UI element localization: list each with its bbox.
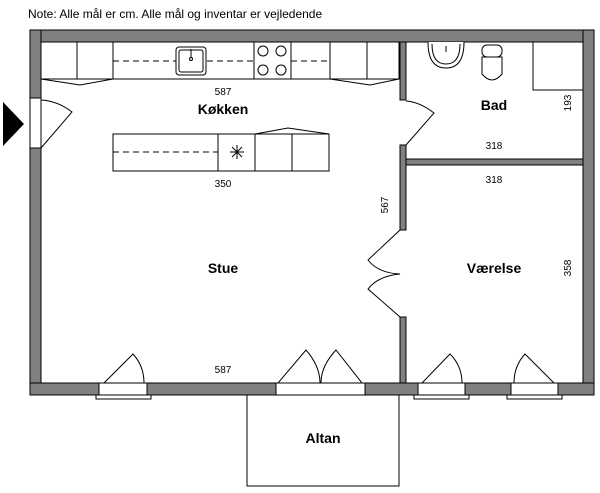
bath-door[interactable] bbox=[405, 100, 435, 146]
outer-walls bbox=[29, 29, 595, 396]
kitchen-counter bbox=[40, 41, 400, 86]
note-text: Note: Alle mål er cm. Alle mål og invent… bbox=[28, 7, 322, 21]
entrance-arrow-icon bbox=[3, 102, 24, 146]
room-label-kitchen: Køkken bbox=[198, 101, 249, 117]
balcony-outline bbox=[246, 394, 400, 487]
dim-kitchen-width: 587 bbox=[215, 87, 232, 98]
bedroom-door[interactable] bbox=[367, 229, 401, 318]
room-label-living: Stue bbox=[208, 260, 239, 276]
sink-icon bbox=[175, 46, 207, 76]
stove-icon bbox=[257, 45, 287, 76]
washbasin-icon bbox=[427, 41, 465, 69]
interior-walls bbox=[399, 41, 584, 384]
dim-bedroom-depth: 358 bbox=[563, 259, 574, 276]
room-label-balcony: Altan bbox=[306, 430, 341, 446]
window-bedroom-right bbox=[506, 353, 563, 400]
dim-bath-depth: 193 bbox=[563, 94, 574, 111]
room-label-bedroom: Værelse bbox=[467, 260, 522, 276]
toilet-icon bbox=[481, 44, 503, 81]
dim-bedroom-width: 318 bbox=[486, 175, 503, 186]
dim-island-width: 350 bbox=[215, 179, 232, 190]
cooktop-icon bbox=[230, 145, 244, 159]
window-living bbox=[95, 353, 152, 400]
dim-bath-width: 318 bbox=[486, 141, 503, 152]
window-bedroom-left bbox=[413, 353, 470, 400]
entrance-door[interactable] bbox=[29, 97, 73, 149]
shower-area bbox=[532, 42, 583, 91]
room-label-bath: Bad bbox=[481, 97, 507, 113]
kitchen-island bbox=[112, 127, 330, 172]
dim-living-width: 587 bbox=[215, 365, 232, 376]
balcony-door[interactable] bbox=[275, 349, 366, 396]
dim-divider-length: 567 bbox=[380, 196, 391, 213]
